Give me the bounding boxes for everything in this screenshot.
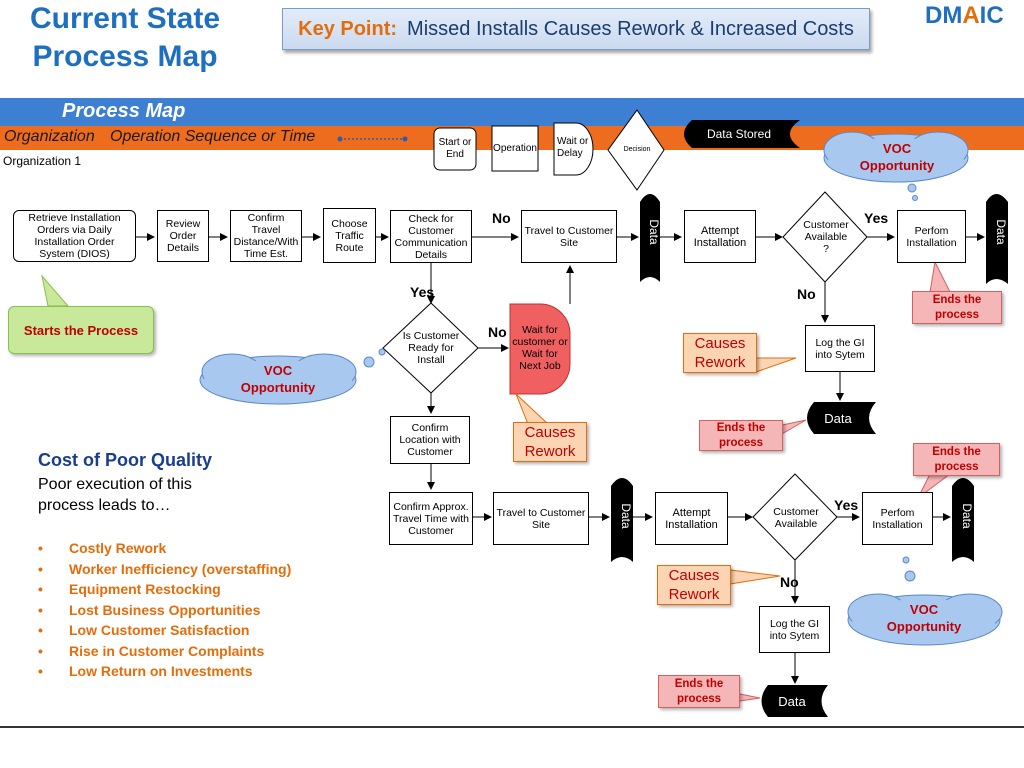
legend-operation-label: Operation: [493, 142, 537, 154]
ends-process-callout-4: Ends the process: [658, 675, 740, 708]
confirm-travel-time-step: Confirm Approx. Travel Time with Custome…: [389, 492, 473, 545]
voc-cloud-2: [199, 348, 386, 405]
confirm-location-step: Confirm Location with Customer: [390, 416, 470, 464]
legend-wait-label: Wait or Delay: [557, 136, 589, 159]
vertical-data-label-1: Data: [647, 219, 661, 245]
list-item: Costly Rework: [38, 538, 309, 559]
organization-label: Organization: [4, 128, 95, 145]
list-item: Low Customer Satisfaction: [38, 620, 309, 641]
logo-part-ic: IC: [979, 2, 1004, 29]
ends-process-callout-2: Ends the process: [699, 420, 783, 451]
copq-subtitle: Poor execution of this process leads to…: [38, 476, 192, 514]
causes-rework-callout-1: Causes Rework: [683, 333, 757, 373]
vertical-data-label-3: Data: [619, 503, 633, 529]
customer-ready-decision: [382, 302, 479, 394]
list-item: Rise in Customer Complaints: [38, 641, 309, 662]
travel-customer-site-step-1: Travel to Customer Site: [521, 210, 617, 263]
customer-available-decision-2: [752, 473, 838, 561]
copq-title: Cost of Poor Quality: [38, 450, 213, 470]
wait-for-customer-shape: [509, 303, 571, 395]
organization-1-label: Organization 1: [3, 154, 82, 168]
legend-decision-label: Decision: [623, 146, 651, 153]
log-gi-step-2: Log the GI into Sytem: [759, 606, 830, 653]
yes-label-2: Yes: [410, 284, 435, 300]
data-stored-vertical-3: [611, 478, 633, 562]
customer-ready-label: Is Customer Ready for Install: [402, 330, 460, 366]
legend-start-end-label: Start or End: [438, 137, 472, 160]
list-item: Lost Business Opportunities: [38, 600, 309, 621]
retrieve-orders-step: Retrieve Installation Orders via Daily I…: [13, 210, 136, 262]
causes-rework-callout-3: Causes Rework: [657, 565, 731, 605]
list-item: Low Return on Investments: [38, 661, 309, 682]
legend-start-end-shape: [433, 127, 477, 171]
data-stored-vertical-1: [640, 194, 660, 282]
operation-sequence-label: Operation Sequence or Time: [110, 128, 316, 145]
no-label-4: No: [780, 574, 799, 590]
dmaic-logo: DMAIC: [925, 2, 1004, 30]
process-map-bar: Process Map: [0, 98, 1024, 126]
choose-route-step: Choose Traffic Route: [323, 208, 376, 263]
vertical-data-label-2: Data: [994, 219, 1008, 245]
log-gi-step-1: Log the GI into Sytem: [805, 325, 875, 372]
logo-part-dm: DM: [925, 2, 963, 29]
perform-installation-step-1: Perfom Installation: [897, 210, 966, 263]
voc-opportunity-label-2: VOC Opportunity: [240, 363, 316, 395]
customer-available-label-1: Customer Available ?: [803, 219, 849, 255]
review-order-step: Review Order Details: [157, 210, 209, 262]
list-item: Worker Inefficiency (overstaffing): [38, 559, 309, 580]
legend-arrow: [337, 136, 408, 142]
data-stored-horizontal-2: [761, 685, 828, 717]
legend-data-stored-shape: [684, 120, 800, 148]
voc-cloud-1: [823, 131, 969, 201]
attempt-installation-step-1: Attempt Installation: [684, 210, 756, 263]
legend-decision-shape: [607, 109, 665, 191]
no-label-2: No: [797, 286, 816, 302]
data-stored-horizontal-1: [807, 402, 876, 434]
travel-customer-site-step-2: Travel to Customer Site: [493, 492, 589, 545]
key-point-text: Missed Installs Causes Rework & Increase…: [407, 17, 854, 40]
wait-for-customer-label: Wait for customer or Wait for Next Job: [512, 324, 568, 372]
yes-label-1: Yes: [864, 210, 889, 226]
legend-wait-shape: [553, 122, 594, 176]
title-line-2: Process Map: [32, 40, 218, 73]
voc-cloud-3: [847, 556, 1003, 646]
confirm-travel-step: Confirm Travel Distance/With Time Est.: [230, 210, 302, 262]
bottom-divider: [0, 726, 1024, 728]
attempt-installation-step-2: Attempt Installation: [655, 492, 728, 545]
vertical-data-label-4: Data: [960, 503, 974, 529]
yes-label-3: Yes: [834, 497, 859, 513]
voc-opportunity-label-3: VOC Opportunity: [886, 602, 962, 634]
legend-data-stored-label: Data Stored: [706, 127, 772, 141]
horizontal-data-label-1: Data: [824, 411, 852, 426]
key-point-label: Key Point:: [298, 17, 398, 40]
page-title: Current State Process Map: [0, 0, 250, 76]
check-communication-step: Check for Customer Communication Details: [390, 210, 472, 263]
copq-list: Costly Rework Worker Inefficiency (overs…: [38, 538, 309, 682]
list-item: Equipment Restocking: [38, 579, 309, 600]
no-label-3: No: [488, 324, 507, 340]
ends-process-callout-3: Ends the process: [913, 443, 1000, 476]
data-stored-vertical-2: [986, 194, 1008, 284]
title-line-1: Current State: [29, 2, 221, 35]
voc-opportunity-label-1: VOC Opportunity: [859, 141, 935, 173]
process-map-label: Process Map: [62, 100, 186, 122]
starts-process-callout: Starts the Process: [8, 306, 154, 354]
data-stored-vertical-4: [952, 478, 974, 562]
customer-available-decision-1: [782, 191, 868, 283]
customer-available-label-2: Customer Available: [773, 506, 819, 530]
ends-process-callout-1: Ends the process: [912, 291, 1002, 324]
logo-part-a: A: [962, 2, 980, 29]
legend-operation-shape: [491, 125, 539, 172]
no-label-1: No: [492, 210, 511, 226]
perform-installation-step-2: Perfom Installation: [862, 492, 933, 545]
causes-rework-callout-2: Causes Rework: [513, 422, 587, 462]
horizontal-data-label-2: Data: [778, 694, 806, 709]
key-point-banner: Key Point: Missed Installs Causes Rework…: [282, 8, 870, 50]
